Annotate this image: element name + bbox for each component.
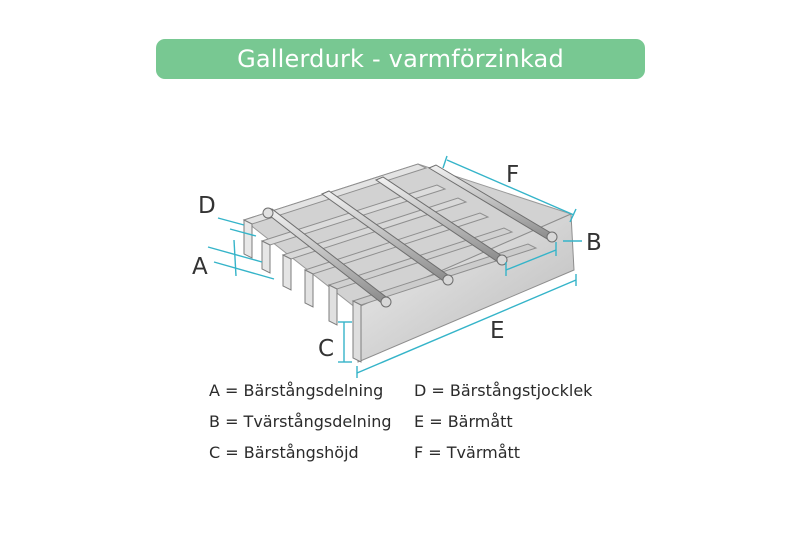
legend: A = Bärstångsdelning D = Bärstångstjockl… [209,380,629,464]
legend-item-e: E = Bärmått [414,412,513,431]
title-banner: Gallerdurk - varmförzinkad [156,39,645,79]
cross-rod-end [262,207,274,219]
cross-rod-end [496,254,508,266]
bearing-bar-end [352,300,362,363]
label-e: E [490,318,505,344]
bearing-bar-end [328,284,338,326]
dimension-line-e [356,279,577,374]
label-d: D [198,193,216,219]
bearing-bar-end [243,219,253,259]
cross-rod-end [380,296,392,308]
cross-rods [262,164,558,308]
page-title: Gallerdurk - varmförzinkad [237,45,564,73]
dimension-lines [207,155,582,378]
legend-item-d: D = Bärstångstjocklek [414,381,593,400]
dimension-line-d [217,217,245,226]
cross-rod-end [442,274,454,286]
label-b: B [586,230,602,256]
dimension-line-b [505,249,557,271]
bearing-bar-ends [243,219,362,363]
legend-item-f: F = Tvärmått [414,443,521,462]
dimension-line-f [446,159,575,216]
label-f: F [506,162,519,188]
bearing-bar-end [304,269,314,308]
label-a: A [192,254,208,280]
legend-item-b: B = Tvärstångsdelning [209,412,392,431]
grating-body [242,163,575,363]
legend-item-a: A = Bärstångsdelning [209,381,384,400]
bearing-bar-end [282,254,292,291]
label-c: C [318,336,334,362]
cross-rod-end [546,231,558,243]
legend-item-c: C = Bärstångshöjd [209,443,359,462]
bearing-bar-end [261,240,271,274]
